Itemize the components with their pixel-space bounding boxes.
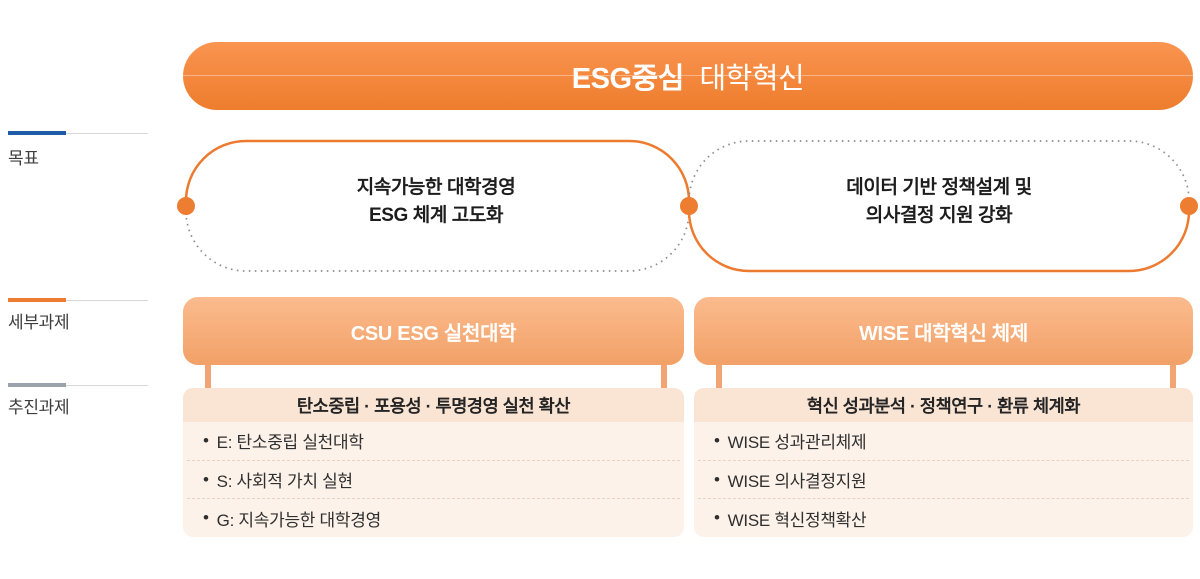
connector-left-b	[661, 365, 667, 388]
left-capsule-solid-border	[184, 139, 691, 206]
row-label-action-tasks: 추진과제	[8, 398, 70, 417]
list-item-text: E: 탄소중립 실천대학	[216, 433, 364, 453]
list-item-text: WISE 혁신정책확산	[727, 510, 867, 530]
subtask-header-csu-esg: CSU ESG 실천대학	[183, 297, 684, 365]
banner-divider-line	[183, 75, 1193, 76]
node-dot-right	[1180, 197, 1198, 215]
list-item-text: G: 지속가능한 대학경영	[216, 510, 382, 530]
goals-row: 지속가능한 대학경영 ESG 체계 고도화 데이터 기반 정책설계 및 의사결정…	[177, 138, 1198, 274]
bullet-icon: •	[714, 469, 720, 489]
right-capsule-dotted-border	[688, 140, 1190, 206]
node-dot-left	[177, 197, 195, 215]
list-item: • WISE 성과관리체제	[698, 422, 1189, 460]
row-label-goal: 목표	[8, 149, 39, 168]
action-label-rule	[8, 383, 148, 387]
rule-hairline	[8, 132, 148, 134]
row-label-detail-tasks: 세부과제	[8, 313, 70, 332]
node-dot-center	[680, 197, 698, 215]
action-panel-title: 탄소중립 · 포용성 · 투명경영 실천 확산	[183, 388, 684, 422]
goal-line: 지속가능한 대학경영	[356, 177, 516, 198]
bullet-icon: •	[714, 508, 720, 528]
goal-line: ESG 체계 고도화	[368, 205, 504, 226]
list-item-text: S: 사회적 가치 실현	[216, 472, 353, 491]
rule-hairline	[8, 299, 148, 301]
bullet-icon: •	[714, 430, 720, 450]
list-item-text: WISE 의사결정지원	[727, 472, 867, 491]
connector-right-a	[716, 365, 722, 388]
action-panel-wise: 혁신 성과분석 · 정책연구 · 환류 체계화 • WISE 성과관리체제 • …	[694, 388, 1193, 537]
page-title: ESG중심 대학혁신	[571, 55, 805, 97]
list-item: • WISE 의사결정지원	[698, 459, 1189, 499]
goal-line: 데이터 기반 정책설계 및	[846, 177, 1032, 198]
subtask-header-wise: WISE 대학혁신 체제	[694, 297, 1193, 365]
connector-left-a	[205, 365, 211, 388]
list-item-text: WISE 성과관리체제	[727, 433, 867, 453]
right-capsule-solid-border	[687, 206, 1191, 273]
goal-line: 의사결정 지원 강화	[865, 205, 1013, 226]
rule-accent-gray	[8, 383, 66, 387]
goal-label-rule	[8, 131, 148, 135]
diagram-content: ESG중심 대학혁신 지속가능한 대학경영 ESG 체계 고도화	[177, 0, 1198, 579]
rule-accent-blue	[8, 131, 66, 135]
connector-right-b	[1170, 365, 1176, 388]
goal-statement-right: 데이터 기반 정책설계 및 의사결정 지원 강화	[689, 138, 1189, 274]
list-item: • G: 지속가능한 대학경영	[187, 498, 680, 537]
action-panel-title: 혁신 성과분석 · 정책연구 · 환류 체계화	[694, 388, 1193, 422]
bullet-icon: •	[203, 430, 209, 450]
action-panel-esg: 탄소중립 · 포용성 · 투명경영 실천 확산 • E: 탄소중립 실천대학 •…	[183, 388, 684, 537]
rule-hairline	[8, 384, 148, 386]
action-panel-list: • WISE 성과관리체제 • WISE 의사결정지원 • WISE 혁신정책확…	[694, 422, 1193, 537]
bullet-icon: •	[203, 469, 209, 489]
goal-statement-left: 지속가능한 대학경영 ESG 체계 고도화	[183, 138, 689, 274]
left-capsule-dotted-border	[185, 206, 690, 272]
rule-accent-orange	[8, 298, 66, 302]
list-item: • S: 사회적 가치 실현	[187, 459, 680, 499]
title-banner: ESG중심 대학혁신	[183, 42, 1193, 110]
page-title-emphasis: ESG중심	[571, 63, 685, 95]
goal-capsules-graphic	[177, 139, 1198, 273]
page-title-rest: 대학혁신	[699, 63, 805, 95]
list-item: • E: 탄소중립 실천대학	[187, 422, 680, 460]
action-panel-list: • E: 탄소중립 실천대학 • S: 사회적 가치 실현 • G: 지속가능한…	[183, 422, 684, 537]
list-item: • WISE 혁신정책확산	[698, 498, 1189, 537]
detail-label-rule	[8, 298, 148, 302]
bullet-icon: •	[203, 508, 209, 528]
